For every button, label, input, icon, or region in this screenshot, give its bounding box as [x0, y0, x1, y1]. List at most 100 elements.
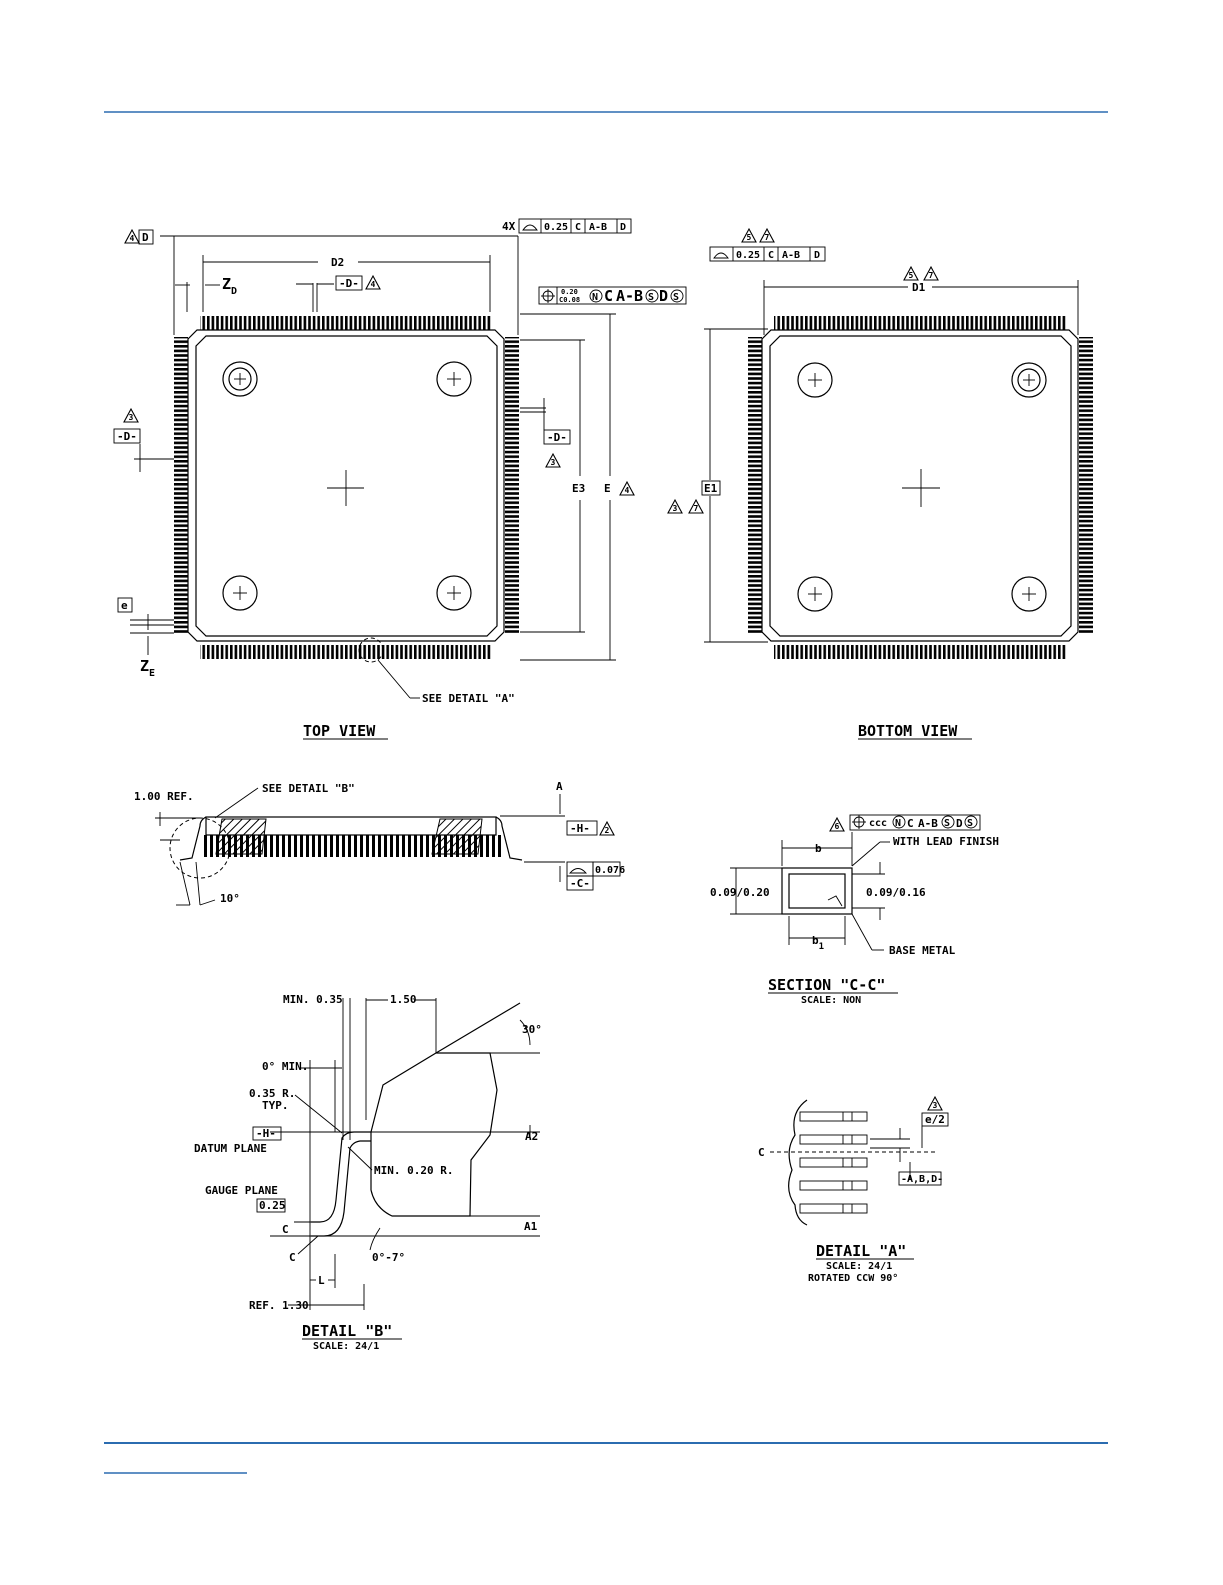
fcf-pos-n: N: [592, 292, 598, 303]
section-b1: b1: [812, 934, 824, 952]
detail-b-a2: A2: [525, 1130, 538, 1143]
dim-d-label: D: [142, 231, 149, 244]
detail-b-c2: C: [289, 1251, 296, 1264]
side-dim-a: A: [556, 780, 563, 793]
side-view-hatch-right: [431, 818, 483, 855]
section-fcf-ccc: ccc: [869, 818, 887, 829]
top-view-leads-left: [174, 337, 188, 633]
fcf-pos-tol: 0.20: [561, 288, 578, 296]
detail-a-note-3: 3: [927, 1095, 943, 1111]
note-5-d1: 5: [903, 265, 919, 281]
side-ref: 1.00 REF.: [134, 790, 194, 803]
section-fcf-n: N: [895, 818, 901, 829]
dim-zd-label: ZD: [222, 275, 237, 297]
side-angle: 10°: [220, 892, 240, 905]
side-flatness: 0.076: [595, 865, 625, 876]
note-5-top: 5: [741, 227, 757, 243]
bottom-view-leads-left: [748, 337, 762, 633]
detail-b-a1: A1: [524, 1220, 538, 1233]
section-cc: 6 ccc N C A-B S D S b WITH LEAD FINISH b…: [710, 814, 999, 1006]
section-t-left: 0.09/0.20: [710, 886, 770, 899]
detail-b-gauge-val: 0.25: [259, 1199, 286, 1212]
detail-a: C 3 e/2 -A,B,D- DETAIL "A" SCALE: 24/1 R…: [758, 1095, 949, 1284]
detail-b-gauge-plane: GAUGE PLANE: [205, 1184, 278, 1197]
bottom-view-mark: [797, 576, 833, 612]
side-datum-h: -H-: [570, 822, 590, 835]
top-view-ejector-mark: [436, 575, 472, 611]
detail-b-datum-plane: DATUM PLANE: [194, 1142, 267, 1155]
svg-text:3: 3: [933, 1101, 938, 1110]
top-view-ejector-mark: [436, 361, 472, 397]
dim-e1-label: E1: [704, 482, 718, 495]
bottom-view-title: BOTTOM VIEW: [858, 722, 958, 740]
top-view-ejector-mark: [222, 575, 258, 611]
svg-text:5: 5: [747, 233, 752, 242]
detail-a-leads: [799, 1111, 868, 1214]
detail-b-title: DETAIL "B": [302, 1322, 392, 1340]
detail-b-typ: TYP.: [262, 1099, 289, 1112]
dim-d1-label: D1: [912, 281, 926, 294]
note-7-top: 7: [759, 227, 775, 243]
svg-text:2: 2: [605, 826, 610, 835]
svg-text:7: 7: [694, 504, 699, 513]
detail-b-0-min: 0° MIN.: [262, 1060, 308, 1073]
detail-b-l: L: [318, 1274, 325, 1287]
note-4x: 4X: [502, 220, 516, 233]
bottom-fcf-ab: A-B: [782, 250, 800, 261]
note-triangle-4: 4: [124, 228, 140, 244]
top-view-title: TOP VIEW: [303, 722, 376, 740]
datum-d-right: -D-: [547, 431, 567, 444]
fcf-pos-c: C: [604, 287, 613, 305]
top-view-leads-bottom: [200, 645, 492, 659]
fcf-top-tol: 0.25: [544, 222, 568, 233]
top-view-body-inner: [195, 335, 498, 637]
bottom-view-body-inner: [769, 335, 1072, 637]
fcf-top-datum-c: C: [575, 222, 581, 233]
bottom-view: 5 7 0.25 C A-B D 5 7 D1 E1 3 7 BOTTOM VI…: [667, 227, 1093, 740]
bottom-view-mark: [1011, 362, 1047, 398]
detail-b-datum-h: -H-: [256, 1127, 276, 1140]
dim-ze-label: ZE: [140, 657, 155, 679]
side-view: 1.00 REF. SEE DETAIL "B" 10° A -H- 2 0.0…: [134, 780, 625, 906]
detail-b-ref130: REF. 1.30: [249, 1299, 309, 1312]
top-view-leads-top: [200, 316, 492, 330]
fcf-pos-d: D: [659, 287, 668, 305]
svg-text:7: 7: [929, 271, 934, 280]
note-7-e1: 7: [688, 498, 704, 514]
bottom-fcf-tol: 0.25: [736, 250, 760, 261]
svg-text:3: 3: [673, 504, 678, 513]
detail-b-min-r020: MIN. 0.20 R.: [374, 1164, 453, 1177]
section-fcf-s1: S: [944, 818, 950, 829]
detail-a-scale: SCALE: 24/1: [826, 1261, 892, 1272]
side-view-hatch-left: [215, 818, 267, 855]
top-view-body-outer: [187, 329, 505, 642]
detail-b: MIN. 0.35 1.50 30° 0° MIN. 0.35 R. TYP. …: [194, 993, 542, 1352]
detail-a-title: DETAIL "A": [816, 1242, 906, 1260]
bottom-fcf-c: C: [768, 250, 774, 261]
note-3-right: 3: [545, 452, 561, 468]
fcf-pos-tol2: C0.08: [559, 296, 580, 304]
side-note-2: 2: [599, 820, 615, 836]
bottom-view-leads-right: [1079, 337, 1093, 633]
detail-b-150: 1.50: [390, 993, 417, 1006]
svg-text:5: 5: [909, 271, 914, 280]
detail-b-30deg: 30°: [522, 1023, 542, 1036]
section-note-6: 6: [829, 816, 845, 832]
datum-d-left: -D-: [117, 430, 137, 443]
detail-a-cl: C: [758, 1146, 765, 1159]
detail-a-datum: -A,B,D-: [901, 1174, 943, 1185]
bottom-fcf-d: D: [814, 250, 820, 261]
datum-d-top: -D-: [339, 277, 359, 290]
side-see-detail-b: SEE DETAIL "B": [262, 782, 355, 795]
svg-text:4: 4: [371, 280, 376, 289]
svg-text:6: 6: [835, 822, 840, 831]
bottom-view-leads-bottom: [774, 645, 1066, 659]
svg-text:7: 7: [765, 233, 770, 242]
detail-b-c1: C: [282, 1223, 289, 1236]
side-view-leads: [204, 835, 504, 857]
note-3-left: 3: [123, 407, 139, 423]
section-base-metal: BASE METAL: [889, 944, 956, 957]
pitch-e-label: e: [121, 599, 128, 612]
dim-e-label: E: [604, 482, 611, 495]
detail-b-r035: 0.35 R.: [249, 1087, 295, 1100]
